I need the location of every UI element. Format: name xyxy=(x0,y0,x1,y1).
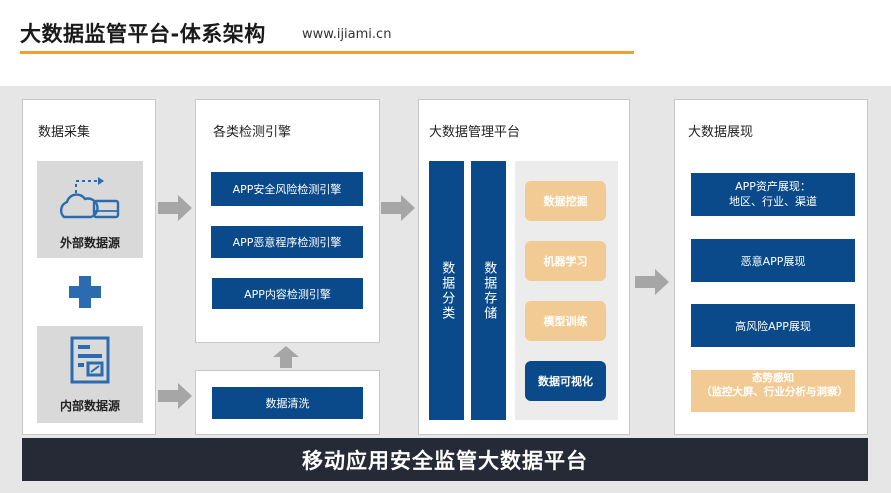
arrow-right-icon xyxy=(158,195,192,221)
asset-display-button[interactable]: APP资产展现： 地区、行业、渠道 xyxy=(691,173,855,216)
panel-title-engines: 各类检测引擎 xyxy=(213,125,292,140)
data-cleaning-button[interactable]: 数据清洗 xyxy=(212,387,363,419)
data-visualization-button[interactable]: 数据可视化 xyxy=(525,361,606,401)
data-classification-label: 数据分类 xyxy=(439,260,455,321)
engine-security-risk[interactable]: APP安全风险检测引擎 xyxy=(211,172,363,206)
panel-title-management: 大数据管理平台 xyxy=(429,125,521,140)
asset-display-line2: 地区、行业、渠道 xyxy=(729,194,817,208)
footer-banner: 移动应用安全监管大数据平台 xyxy=(22,438,868,481)
engine-malware[interactable]: APP恶意程序检测引擎 xyxy=(211,226,363,258)
arrow-right-icon xyxy=(635,269,669,295)
internal-source-box[interactable]: 内部数据源 xyxy=(37,326,143,423)
data-classification-column[interactable]: 数据分类 xyxy=(429,161,464,420)
situation-awareness-button[interactable]: 态势感知 （监控大屏、行业分析与洞察） xyxy=(691,370,855,412)
arrow-up-icon xyxy=(273,346,299,368)
situation-title: 态势感知 xyxy=(752,372,794,384)
plus-icon xyxy=(69,276,101,308)
engine-content[interactable]: APP内容检测引擎 xyxy=(212,278,363,309)
model-training-button[interactable]: 模型训练 xyxy=(525,301,606,341)
external-source-label: 外部数据源 xyxy=(59,236,120,250)
panel-data-collection: 数据采集 外部数据源 内部数据源 xyxy=(22,99,156,435)
data-storage-label: 数据存储 xyxy=(481,260,497,321)
external-source-box[interactable]: 外部数据源 xyxy=(37,161,143,258)
situation-subtitle: （监控大屏、行业分析与洞察） xyxy=(701,385,848,398)
form-document-icon xyxy=(70,336,110,384)
panel-management-platform: 大数据管理平台 数据分类 数据存储 数据挖掘 机器学习 模型训练 数据可视化 xyxy=(418,99,630,435)
site-url[interactable]: www.ijiami.cn xyxy=(302,27,392,42)
panel-detection-engines: 各类检测引擎 APP安全风险检测引擎 APP恶意程序检测引擎 APP内容检测引擎 xyxy=(195,99,380,343)
panel-data-cleaning: 数据清洗 xyxy=(195,370,380,435)
panel-title-collection: 数据采集 xyxy=(38,125,91,140)
high-risk-app-button[interactable]: 高风险APP展现 xyxy=(691,304,855,347)
panel-big-data-display: 大数据展现 APP资产展现： 地区、行业、渠道 恶意APP展现 高风险APP展现… xyxy=(674,99,868,435)
arrow-right-icon xyxy=(158,383,192,409)
title-underline xyxy=(20,51,634,54)
data-mining-button[interactable]: 数据挖掘 xyxy=(525,181,606,221)
analysis-area: 数据挖掘 机器学习 模型训练 数据可视化 xyxy=(515,161,618,420)
data-storage-column[interactable]: 数据存储 xyxy=(471,161,506,420)
malicious-app-button[interactable]: 恶意APP展现 xyxy=(691,239,855,282)
asset-display-line1: APP资产展现： xyxy=(735,179,811,193)
page-title: 大数据监管平台-体系架构 xyxy=(20,22,266,46)
panel-title-display: 大数据展现 xyxy=(688,125,754,140)
machine-learning-button[interactable]: 机器学习 xyxy=(525,241,606,281)
cloud-device-sync-icon xyxy=(59,177,120,219)
arrow-right-icon xyxy=(381,195,415,221)
internal-source-label: 内部数据源 xyxy=(59,399,120,413)
